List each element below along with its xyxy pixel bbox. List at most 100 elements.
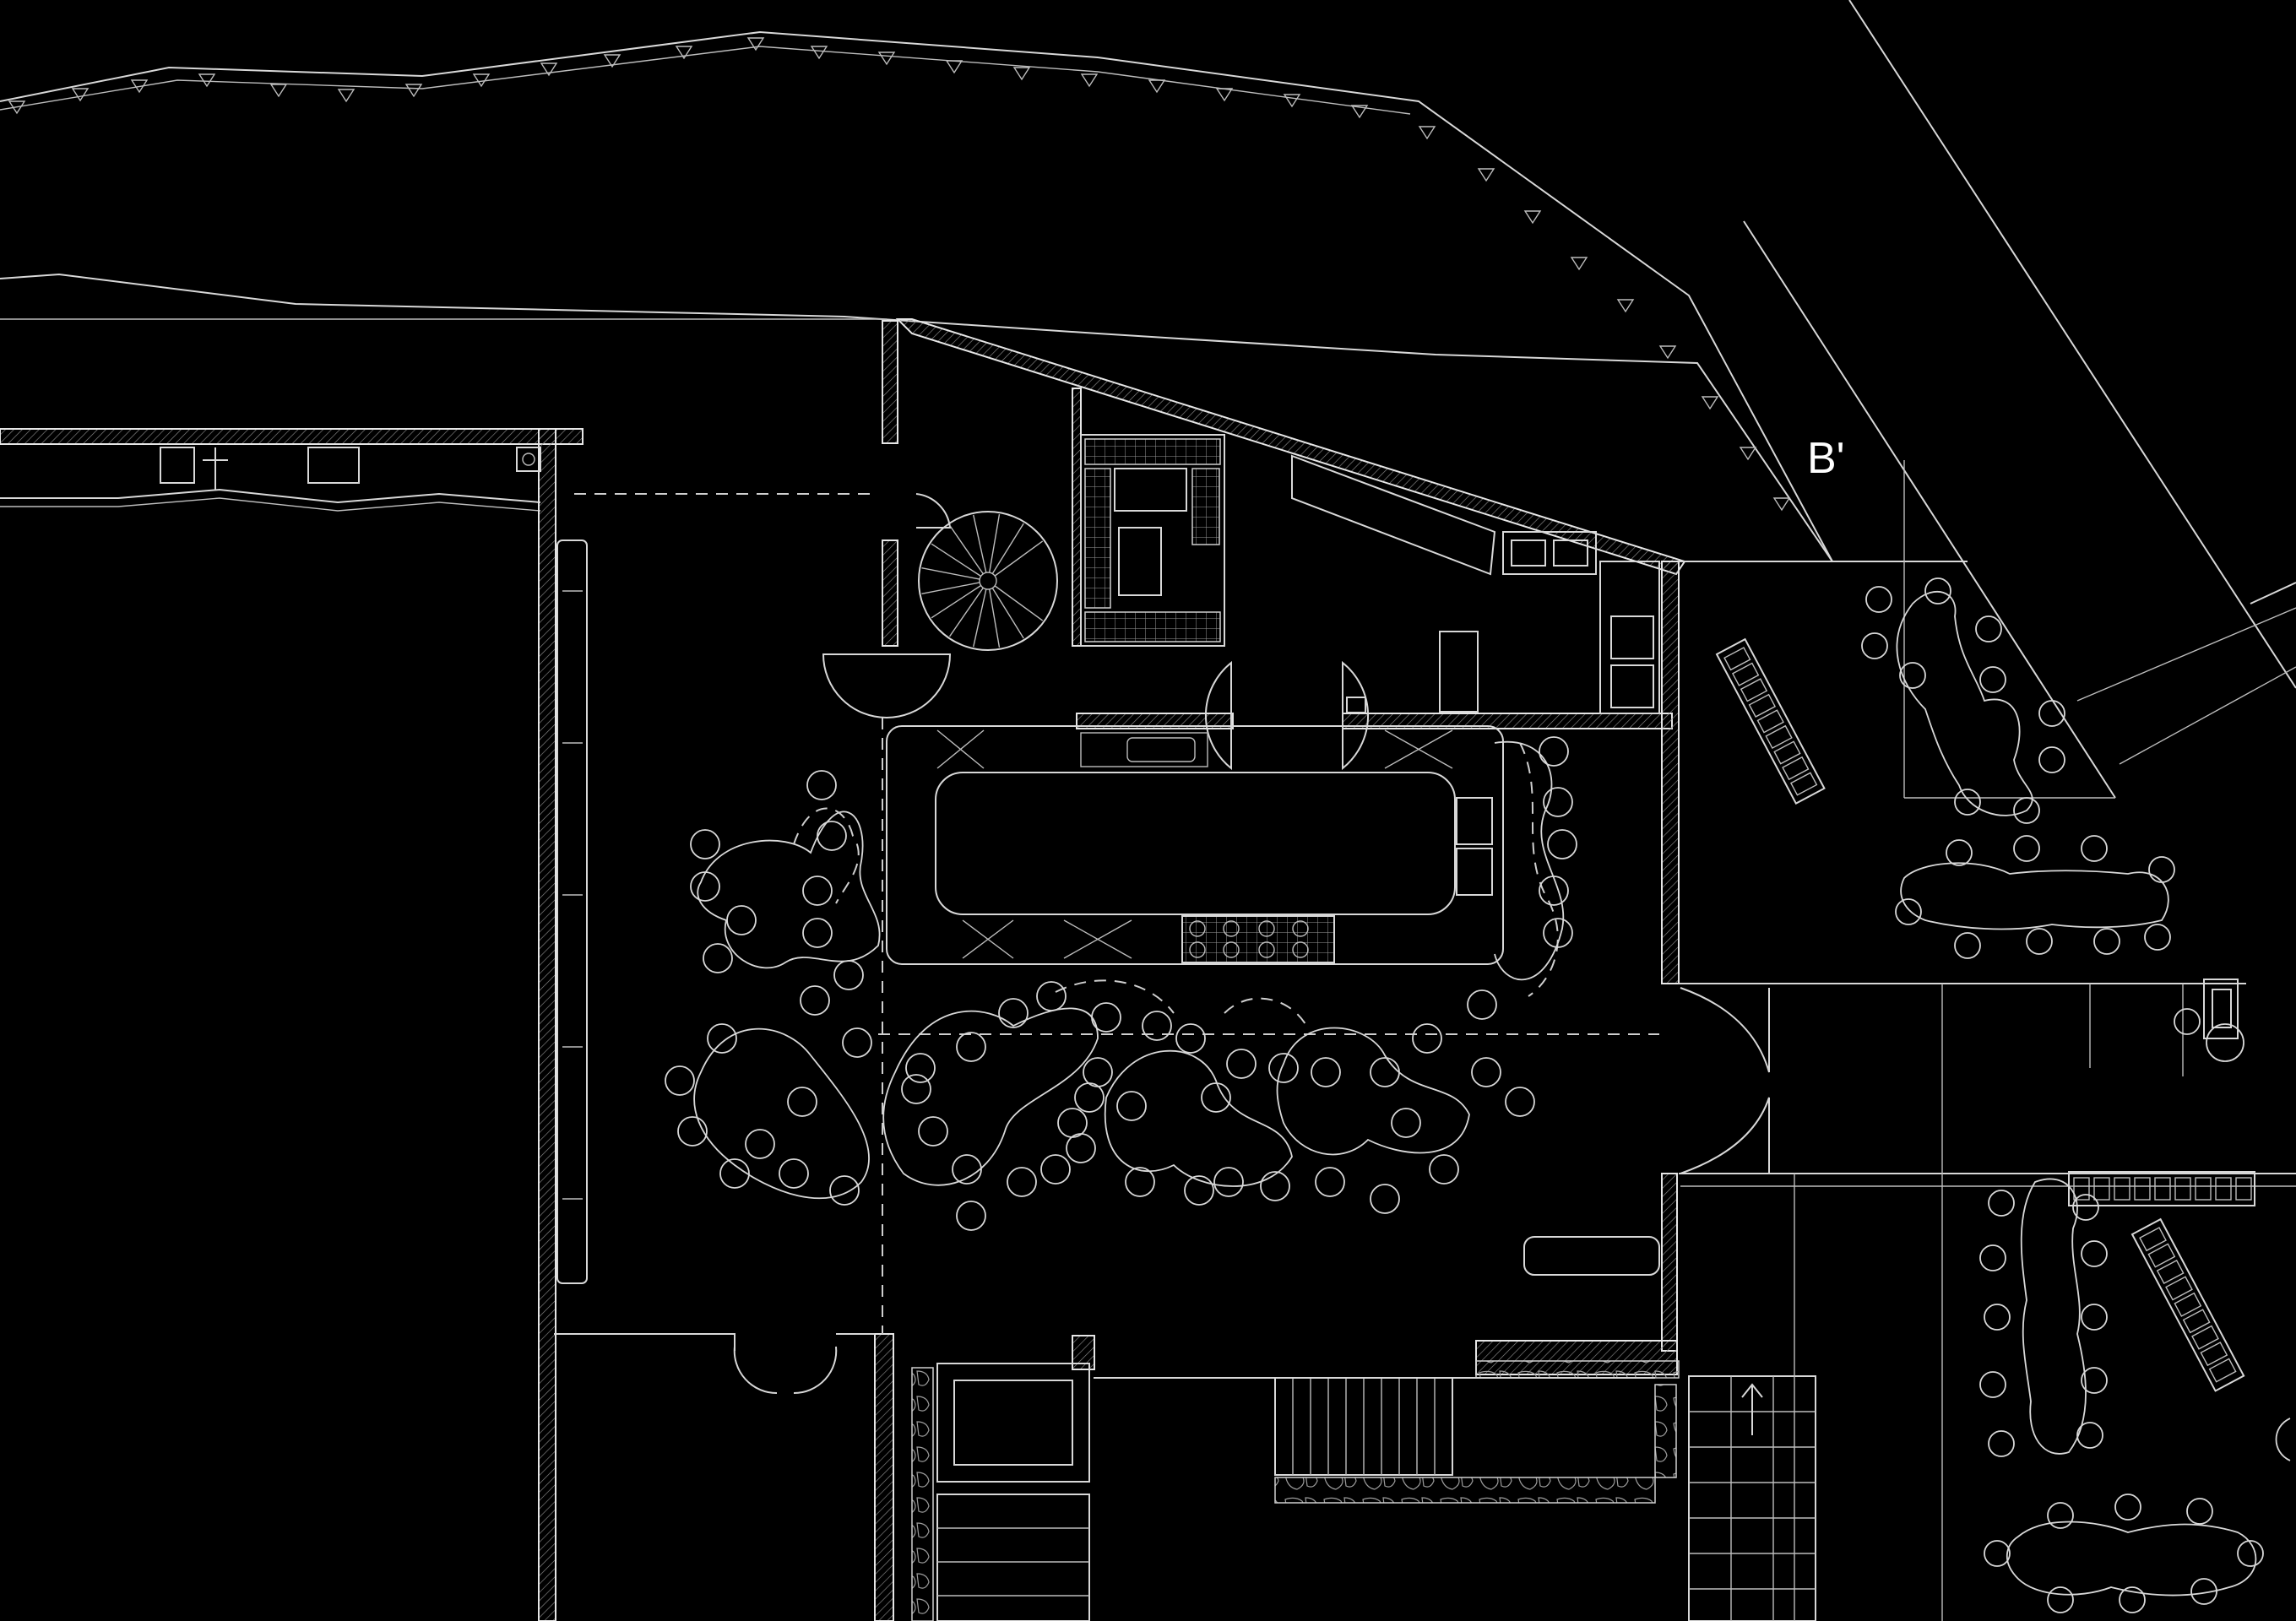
stool <box>1467 989 1497 1020</box>
planter-module <box>2114 1177 2130 1201</box>
planter-module <box>1756 709 1784 734</box>
burner <box>1189 941 1206 958</box>
stair-tread <box>948 524 984 575</box>
stool <box>1201 1082 1231 1113</box>
planter-module <box>1748 693 1777 718</box>
stool <box>1543 918 1573 948</box>
burner <box>1189 920 1206 937</box>
chair <box>1979 666 2006 693</box>
stool <box>1471 1057 1501 1087</box>
planter-module <box>1782 756 1810 781</box>
chair <box>2081 1304 2108 1331</box>
chair <box>2190 1578 2217 1605</box>
triangle-marker <box>269 84 288 98</box>
burner <box>1223 920 1240 937</box>
planter-module <box>1765 724 1793 750</box>
triangle-marker <box>198 73 216 88</box>
chair <box>2026 928 2053 955</box>
triangle-marker <box>1148 79 1166 94</box>
triangle-marker <box>945 60 963 74</box>
stool <box>745 1129 775 1159</box>
triangle-marker <box>675 46 693 60</box>
stair-tread <box>931 543 982 577</box>
triangle-marker <box>71 88 90 102</box>
triangle-marker <box>1215 88 1234 102</box>
stool <box>829 1175 860 1206</box>
stool <box>842 1027 872 1058</box>
triangle-marker <box>1616 299 1635 313</box>
triangle-marker <box>472 73 491 88</box>
stool <box>1175 1023 1206 1054</box>
terrace-chairs <box>1861 577 2264 1613</box>
stool <box>833 960 864 990</box>
chair <box>2038 746 2065 773</box>
stool <box>1142 1011 1172 1041</box>
triangle-marker <box>603 54 621 68</box>
planter-module <box>1789 772 1818 796</box>
stool <box>956 1201 986 1231</box>
burner <box>1223 941 1240 958</box>
triangle-marker <box>1477 168 1495 182</box>
stool <box>779 1158 809 1189</box>
planter-module <box>2182 1309 2211 1334</box>
chair <box>1954 932 1981 959</box>
stair-tread <box>948 587 984 637</box>
site-boundary <box>0 30 1892 562</box>
stool <box>690 829 720 859</box>
chair <box>1946 839 1973 866</box>
triangle-marker <box>130 79 149 94</box>
chair <box>1954 789 1981 816</box>
stool <box>918 1116 948 1147</box>
chair <box>1979 1371 2006 1398</box>
triangle-marker <box>1523 210 1542 225</box>
stool <box>1083 1057 1113 1087</box>
chair <box>1979 1244 2006 1271</box>
planter-module <box>2174 1292 2202 1317</box>
chair <box>2174 1008 2201 1035</box>
bar-room-walls <box>554 318 1686 1621</box>
stool <box>998 998 1029 1028</box>
stool <box>817 821 847 851</box>
triangle-marker <box>404 84 423 98</box>
stool <box>726 905 757 935</box>
chair <box>2013 797 2040 824</box>
chair <box>2076 1422 2103 1449</box>
stair-tread <box>973 514 987 573</box>
chair <box>1924 577 1951 604</box>
triangle-marker <box>1739 447 1757 461</box>
stool <box>1074 1082 1105 1113</box>
planter-module <box>2139 1227 2167 1252</box>
stool <box>1226 1049 1257 1079</box>
stools <box>665 736 1577 1231</box>
stool <box>1311 1057 1341 1087</box>
planter-module <box>1723 647 1751 671</box>
triangle-marker <box>1772 497 1791 512</box>
stair-tread <box>988 588 1001 648</box>
chair <box>2144 924 2171 951</box>
burner <box>1258 941 1275 958</box>
chair <box>2114 1494 2141 1521</box>
planter-module <box>2165 1276 2193 1301</box>
planter-module <box>2147 1243 2176 1268</box>
bar-counter <box>886 725 1504 965</box>
stool <box>905 1053 936 1083</box>
stool <box>1370 1184 1400 1214</box>
stool <box>1213 1167 1244 1197</box>
chair <box>1988 1430 2015 1457</box>
kitchen-back <box>1080 434 1660 714</box>
stool <box>956 1032 986 1062</box>
section-marker-label: B' <box>1807 434 1845 483</box>
chair <box>1899 662 1926 689</box>
chair <box>1861 632 1888 659</box>
chair <box>2013 835 2040 862</box>
stool <box>677 1116 708 1147</box>
planter-module <box>2235 1177 2252 1201</box>
chair <box>2072 1194 2099 1221</box>
planter-module <box>1773 740 1801 765</box>
stool <box>1539 736 1569 767</box>
triangle-marker <box>810 46 828 60</box>
stool <box>806 770 837 800</box>
stool <box>1091 1002 1121 1033</box>
stool <box>1370 1057 1400 1087</box>
